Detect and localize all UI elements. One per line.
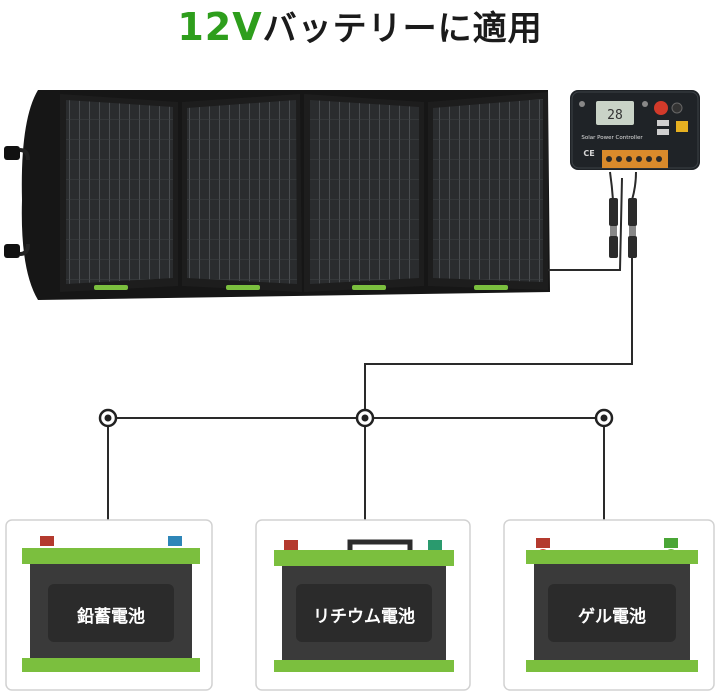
power-icon: [671, 102, 683, 114]
panel-section-4: [428, 92, 548, 290]
panel-section-3: [304, 94, 424, 292]
charge-controller: 28 Solar Power Controller CE: [570, 90, 700, 170]
headline-text: バッテリーに適用: [262, 9, 543, 49]
panel-handle-top: [4, 146, 20, 160]
battery-card-lead-acid: [5, 519, 213, 691]
wiring: [107, 171, 637, 520]
warning-sticker: [676, 121, 688, 132]
controller-label: Solar Power Controller: [581, 135, 643, 141]
junction-nodes: [98, 408, 614, 428]
wire-controller-splitter: [364, 255, 633, 418]
usb-port-1: [657, 120, 669, 126]
usb-port-2: [657, 129, 669, 135]
battery-label-gel: ゲル電池: [578, 607, 646, 627]
solar-panel: [4, 90, 551, 300]
svg-text:28: 28: [607, 108, 623, 123]
ce-mark: CE: [583, 149, 594, 158]
headline-accent: 12V: [177, 5, 263, 49]
panel-section-1: [60, 94, 178, 292]
inline-connector: [609, 198, 637, 258]
battery-card-gel: [503, 519, 715, 691]
power-button: [654, 101, 668, 115]
panel-section-2: [182, 94, 302, 292]
terminal-block: [602, 150, 668, 168]
battery-card-lithium: [255, 519, 471, 691]
lcd-display: [596, 101, 634, 125]
controller-button-left: [579, 101, 585, 107]
panel-handle-bottom: [4, 244, 20, 258]
battery-label-lithium: リチウム電池: [313, 607, 415, 627]
headline: 12Vバッテリーに適用: [0, 0, 720, 60]
battery-label-lead-acid: 鉛蓄電池: [77, 607, 145, 627]
wire-panel-controller: [548, 177, 623, 271]
controller-button-right: [642, 101, 648, 107]
